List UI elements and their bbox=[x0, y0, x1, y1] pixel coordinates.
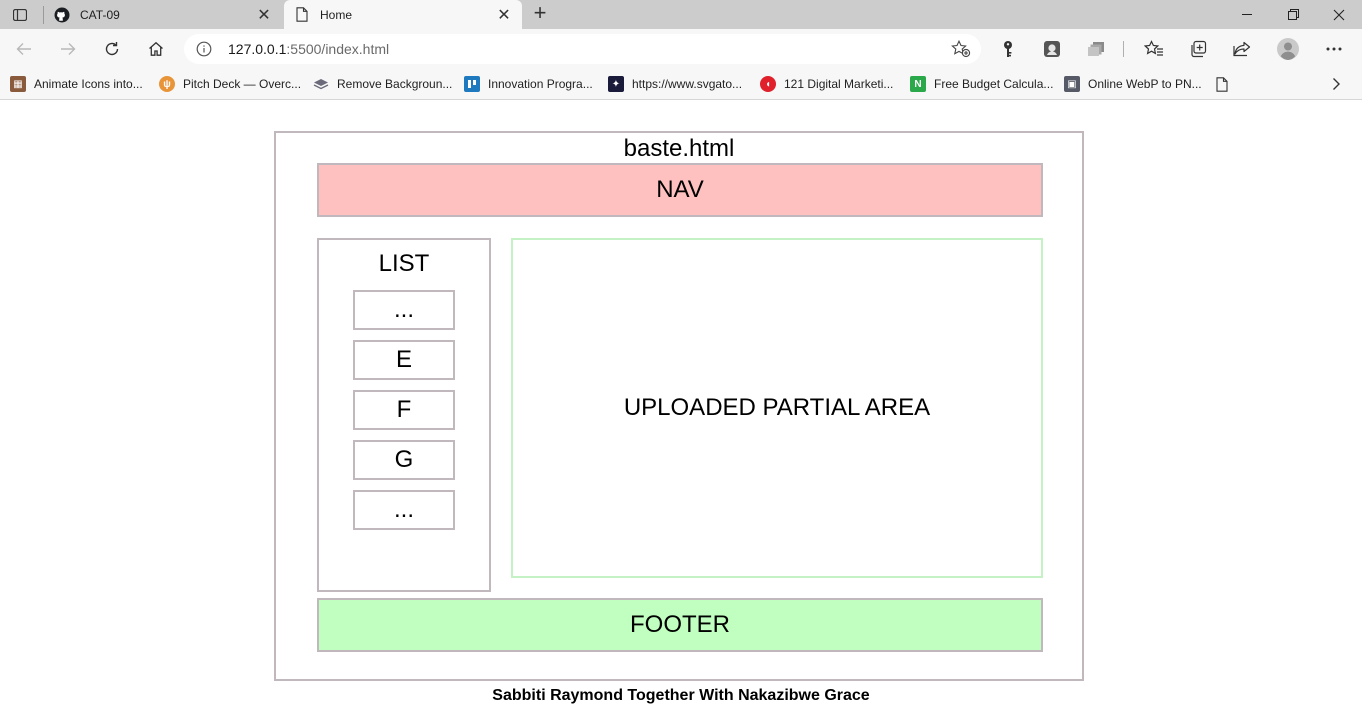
list-item: ... bbox=[353, 490, 455, 530]
list-item: G bbox=[353, 440, 455, 480]
close-window-icon[interactable] bbox=[1316, 0, 1362, 29]
bookmark-item[interactable]: N Free Budget Calcula... bbox=[910, 74, 1053, 94]
partial-area: UPLOADED PARTIAL AREA bbox=[511, 238, 1043, 578]
restore-icon[interactable] bbox=[1270, 0, 1316, 29]
collections-extension-icon[interactable] bbox=[1084, 37, 1108, 61]
more-menu-icon[interactable] bbox=[1322, 37, 1346, 61]
toolbar-separator bbox=[1123, 41, 1124, 57]
list-item: ... bbox=[353, 290, 455, 330]
url-text: 127.0.0.1:5500/index.html bbox=[228, 41, 389, 57]
key-icon[interactable] bbox=[996, 37, 1020, 61]
list-section: LIST ... E F G ... bbox=[317, 238, 491, 592]
tab-label: Home bbox=[320, 7, 353, 22]
home-icon[interactable] bbox=[144, 37, 168, 61]
add-favorite-icon[interactable] bbox=[951, 39, 971, 58]
info-icon[interactable] bbox=[196, 41, 212, 57]
github-icon bbox=[54, 7, 70, 23]
close-icon[interactable]: ✕ bbox=[257, 6, 271, 24]
forward-icon[interactable] bbox=[56, 37, 80, 61]
pitch-icon: ψ bbox=[159, 76, 175, 92]
page-title: baste.html bbox=[623, 135, 735, 162]
list-item: F bbox=[353, 390, 455, 430]
bookmark-item[interactable]: Innovation Progra... bbox=[464, 74, 593, 94]
layers-icon bbox=[313, 76, 329, 92]
bookmark-item[interactable]: ✦ https://www.svgato... bbox=[608, 74, 742, 94]
trello-icon bbox=[464, 76, 480, 92]
layout-container: baste.html NAV LIST ... E F G ... UPLOAD… bbox=[274, 131, 1084, 681]
page-viewport: baste.html NAV LIST ... E F G ... UPLOAD… bbox=[0, 101, 1362, 724]
animate-icon: ▦ bbox=[10, 76, 26, 92]
footer-section: FOOTER bbox=[317, 598, 1043, 652]
converter-icon: ▣ bbox=[1064, 76, 1080, 92]
bookmark-item[interactable]: ψ Pitch Deck — Overc... bbox=[159, 74, 301, 94]
profile-avatar-icon[interactable] bbox=[1276, 37, 1300, 61]
url-host: 127.0.0.1 bbox=[228, 41, 287, 57]
bookmark-item[interactable]: ▦ Animate Icons into... bbox=[10, 74, 143, 94]
tab-label: CAT-09 bbox=[80, 7, 120, 22]
bookmark-label: Innovation Progra... bbox=[488, 77, 593, 91]
nav-section: NAV bbox=[317, 163, 1043, 217]
bookmark-item[interactable]: Remove Backgroun... bbox=[313, 74, 452, 94]
favorites-icon[interactable] bbox=[1142, 37, 1166, 61]
credit-text: Sabbiti Raymond Together With Nakazibwe … bbox=[492, 687, 870, 704]
tab-home[interactable]: Home ✕ bbox=[284, 0, 522, 29]
page-icon bbox=[294, 7, 310, 23]
extension-icon[interactable] bbox=[1040, 37, 1064, 61]
bookmark-label: 121 Digital Marketi... bbox=[784, 77, 894, 91]
bookmark-label: Free Budget Calcula... bbox=[934, 77, 1054, 91]
bookmark-label: https://www.svgato... bbox=[632, 77, 743, 91]
budget-icon: N bbox=[910, 76, 926, 92]
back-icon[interactable] bbox=[12, 37, 36, 61]
close-icon[interactable]: ✕ bbox=[497, 6, 511, 24]
browser-toolbar: 127.0.0.1:5500/index.html bbox=[0, 29, 1362, 69]
tab-separator bbox=[43, 6, 44, 24]
bookmark-label: Animate Icons into... bbox=[34, 77, 143, 91]
tab-cat-09[interactable]: CAT-09 ✕ bbox=[44, 0, 282, 29]
list-title: LIST bbox=[378, 250, 430, 277]
bookmark-page-icon[interactable] bbox=[1216, 74, 1228, 94]
minimize-icon[interactable] bbox=[1224, 0, 1270, 29]
tab-actions-icon[interactable] bbox=[8, 6, 32, 24]
bookmarks-bar: ▦ Animate Icons into... ψ Pitch Deck — O… bbox=[0, 69, 1362, 100]
list-item: E bbox=[353, 340, 455, 380]
collections-icon[interactable] bbox=[1186, 37, 1210, 61]
svgator-icon: ✦ bbox=[608, 76, 624, 92]
tab-bar: CAT-09 ✕ Home ✕ + bbox=[0, 0, 1362, 29]
bookmark-label: Pitch Deck — Overc... bbox=[183, 77, 302, 91]
bookmark-item[interactable]: ◖ 121 Digital Marketi... bbox=[760, 74, 893, 94]
chevron-right-icon[interactable] bbox=[1328, 76, 1344, 92]
url-path: :5500/index.html bbox=[286, 41, 390, 57]
share-icon[interactable] bbox=[1230, 37, 1254, 61]
marketing-icon: ◖ bbox=[760, 76, 776, 92]
new-tab-button[interactable]: + bbox=[533, 0, 547, 25]
bookmark-item[interactable]: ▣ Online WebP to PN... bbox=[1064, 74, 1202, 94]
refresh-icon[interactable] bbox=[100, 37, 124, 61]
address-bar[interactable]: 127.0.0.1:5500/index.html bbox=[184, 34, 981, 64]
bookmark-label: Online WebP to PN... bbox=[1088, 77, 1202, 91]
bookmark-label: Remove Backgroun... bbox=[337, 77, 453, 91]
